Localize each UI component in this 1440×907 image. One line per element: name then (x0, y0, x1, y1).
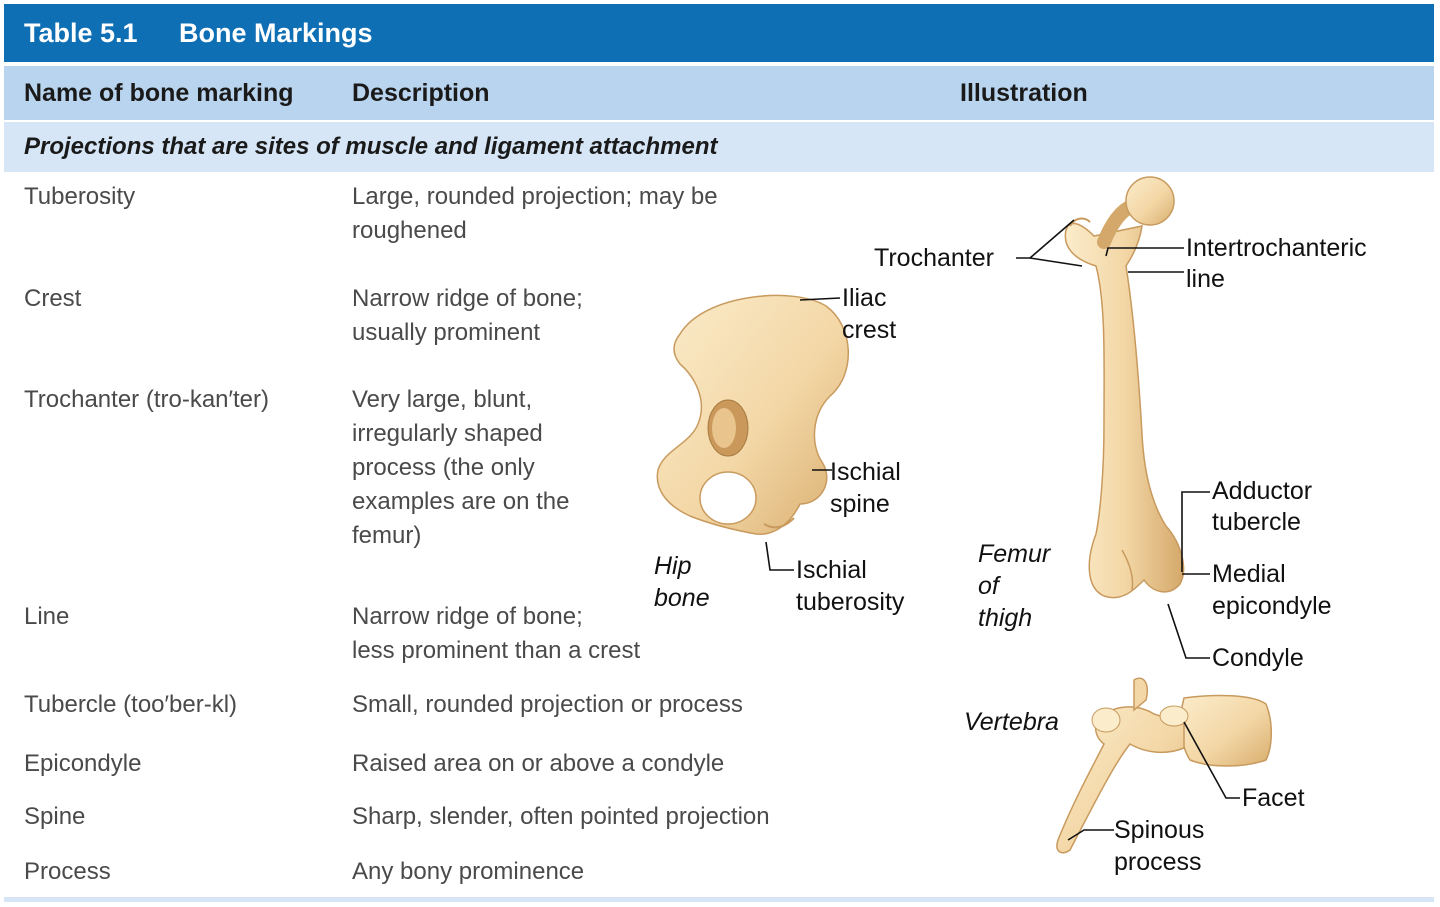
label-vertebra: Vertebra (964, 708, 1059, 736)
label-femur-2: of (978, 572, 1002, 600)
label-ischial-tuberosity-2: tuberosity (796, 588, 905, 616)
description-line: roughened (352, 217, 467, 244)
row-name-tuberosity: Tuberosity (24, 183, 136, 210)
row-description-process: Any bony prominence (352, 855, 812, 889)
description-line: Any bony prominence (352, 858, 585, 885)
hip-bone-drawing (656, 294, 850, 535)
row-description-spine: Sharp, slender, often pointed projection (352, 800, 812, 834)
row-name-spine: Spine (24, 803, 86, 830)
description-line: less prominent than a crest (352, 637, 641, 664)
label-femur-1: Femur (978, 540, 1052, 568)
description-line: Sharp, slender, often pointed projection (352, 803, 770, 830)
section-heading: Projections that are sites of muscle and… (4, 122, 1434, 172)
label-ischial-tuberosity-1: Ischial (796, 556, 867, 584)
vertebra-drawing (1056, 677, 1272, 854)
table-title-bar: Table 5.1 Bone Markings (4, 4, 1434, 62)
table-number: Table 5.1 (24, 18, 138, 48)
label-iliac-crest-2: crest (842, 316, 896, 344)
label-iliac-crest-1: Iliac (842, 284, 886, 312)
row-name-line: Line (24, 603, 70, 630)
description-line: femur) (352, 522, 422, 549)
table-title: Bone Markings (179, 18, 373, 48)
bone-markings-table: Table 5.1 Bone Markings Name of bone mark… (4, 4, 1434, 902)
row-name-crest: Crest (24, 285, 82, 312)
column-header-description: Description (352, 79, 490, 107)
label-intertrochanteric-line-2: line (1186, 265, 1225, 293)
bone-illustration: Iliac crest Ischial spine Ischial tubero… (654, 176, 1367, 876)
row-description-epicondyle: Raised area on or above a condyle (352, 747, 812, 781)
label-hip-bone-1: Hip (654, 552, 692, 580)
label-hip-bone-2: bone (654, 584, 710, 612)
description-line: examples are on the (352, 488, 570, 515)
leader-lines (765, 219, 1240, 841)
description-line: Raised area on or above a condyle (352, 750, 725, 777)
column-header-name: Name of bone marking (24, 79, 294, 107)
label-intertrochanteric-line-1: Intertrochanteric (1186, 234, 1367, 262)
table-bottom-rule (4, 897, 1434, 902)
column-header-illustration: Illustration (960, 79, 1088, 107)
description-line: Narrow ridge of bone; (352, 285, 583, 312)
description-line: irregularly shaped (352, 420, 543, 447)
row-name-tubercle: Tubercle (too′ber-kl) (24, 691, 238, 718)
label-facet: Facet (1242, 784, 1305, 812)
row-name-process: Process (24, 858, 111, 885)
column-header-row: Name of bone marking Description Illustr… (4, 66, 1434, 120)
femur-drawing (1064, 176, 1185, 599)
row-name-epicondyle: Epicondyle (24, 750, 142, 777)
description-line: process (the only (352, 454, 535, 481)
label-adductor-tubercle-2: tubercle (1212, 508, 1301, 536)
description-line: usually prominent (352, 319, 541, 346)
row-name-trochanter: Trochanter (tro-kan′ter) (24, 386, 270, 413)
label-medial-epicondyle-1: Medial (1212, 560, 1286, 588)
label-femur-3: thigh (978, 604, 1032, 632)
row-description-trochanter: Very large, blunt, irregularly shaped pr… (352, 383, 812, 553)
row-description-line: Narrow ridge of bone; less prominent tha… (352, 600, 812, 668)
label-trochanter: Trochanter (874, 244, 994, 272)
row-description-tuberosity: Large, rounded projection; may be roughe… (352, 180, 812, 248)
description-line: Narrow ridge of bone; (352, 603, 583, 630)
row-description-tubercle: Small, rounded projection or process (352, 688, 812, 722)
description-line: Large, rounded projection; may be (352, 183, 718, 210)
description-line: Very large, blunt, (352, 386, 533, 413)
label-adductor-tubercle-1: Adductor (1212, 477, 1312, 505)
label-ischial-spine-2: spine (830, 490, 890, 518)
label-condyle: Condyle (1212, 644, 1304, 672)
label-medial-epicondyle-2: epicondyle (1212, 592, 1332, 620)
label-ischial-spine-1: Ischial (830, 458, 901, 486)
description-line: Small, rounded projection or process (352, 691, 743, 718)
label-spinous-process-1: Spinous (1114, 816, 1204, 844)
label-spinous-process-2: process (1114, 848, 1202, 876)
row-description-crest: Narrow ridge of bone; usually prominent (352, 282, 812, 350)
